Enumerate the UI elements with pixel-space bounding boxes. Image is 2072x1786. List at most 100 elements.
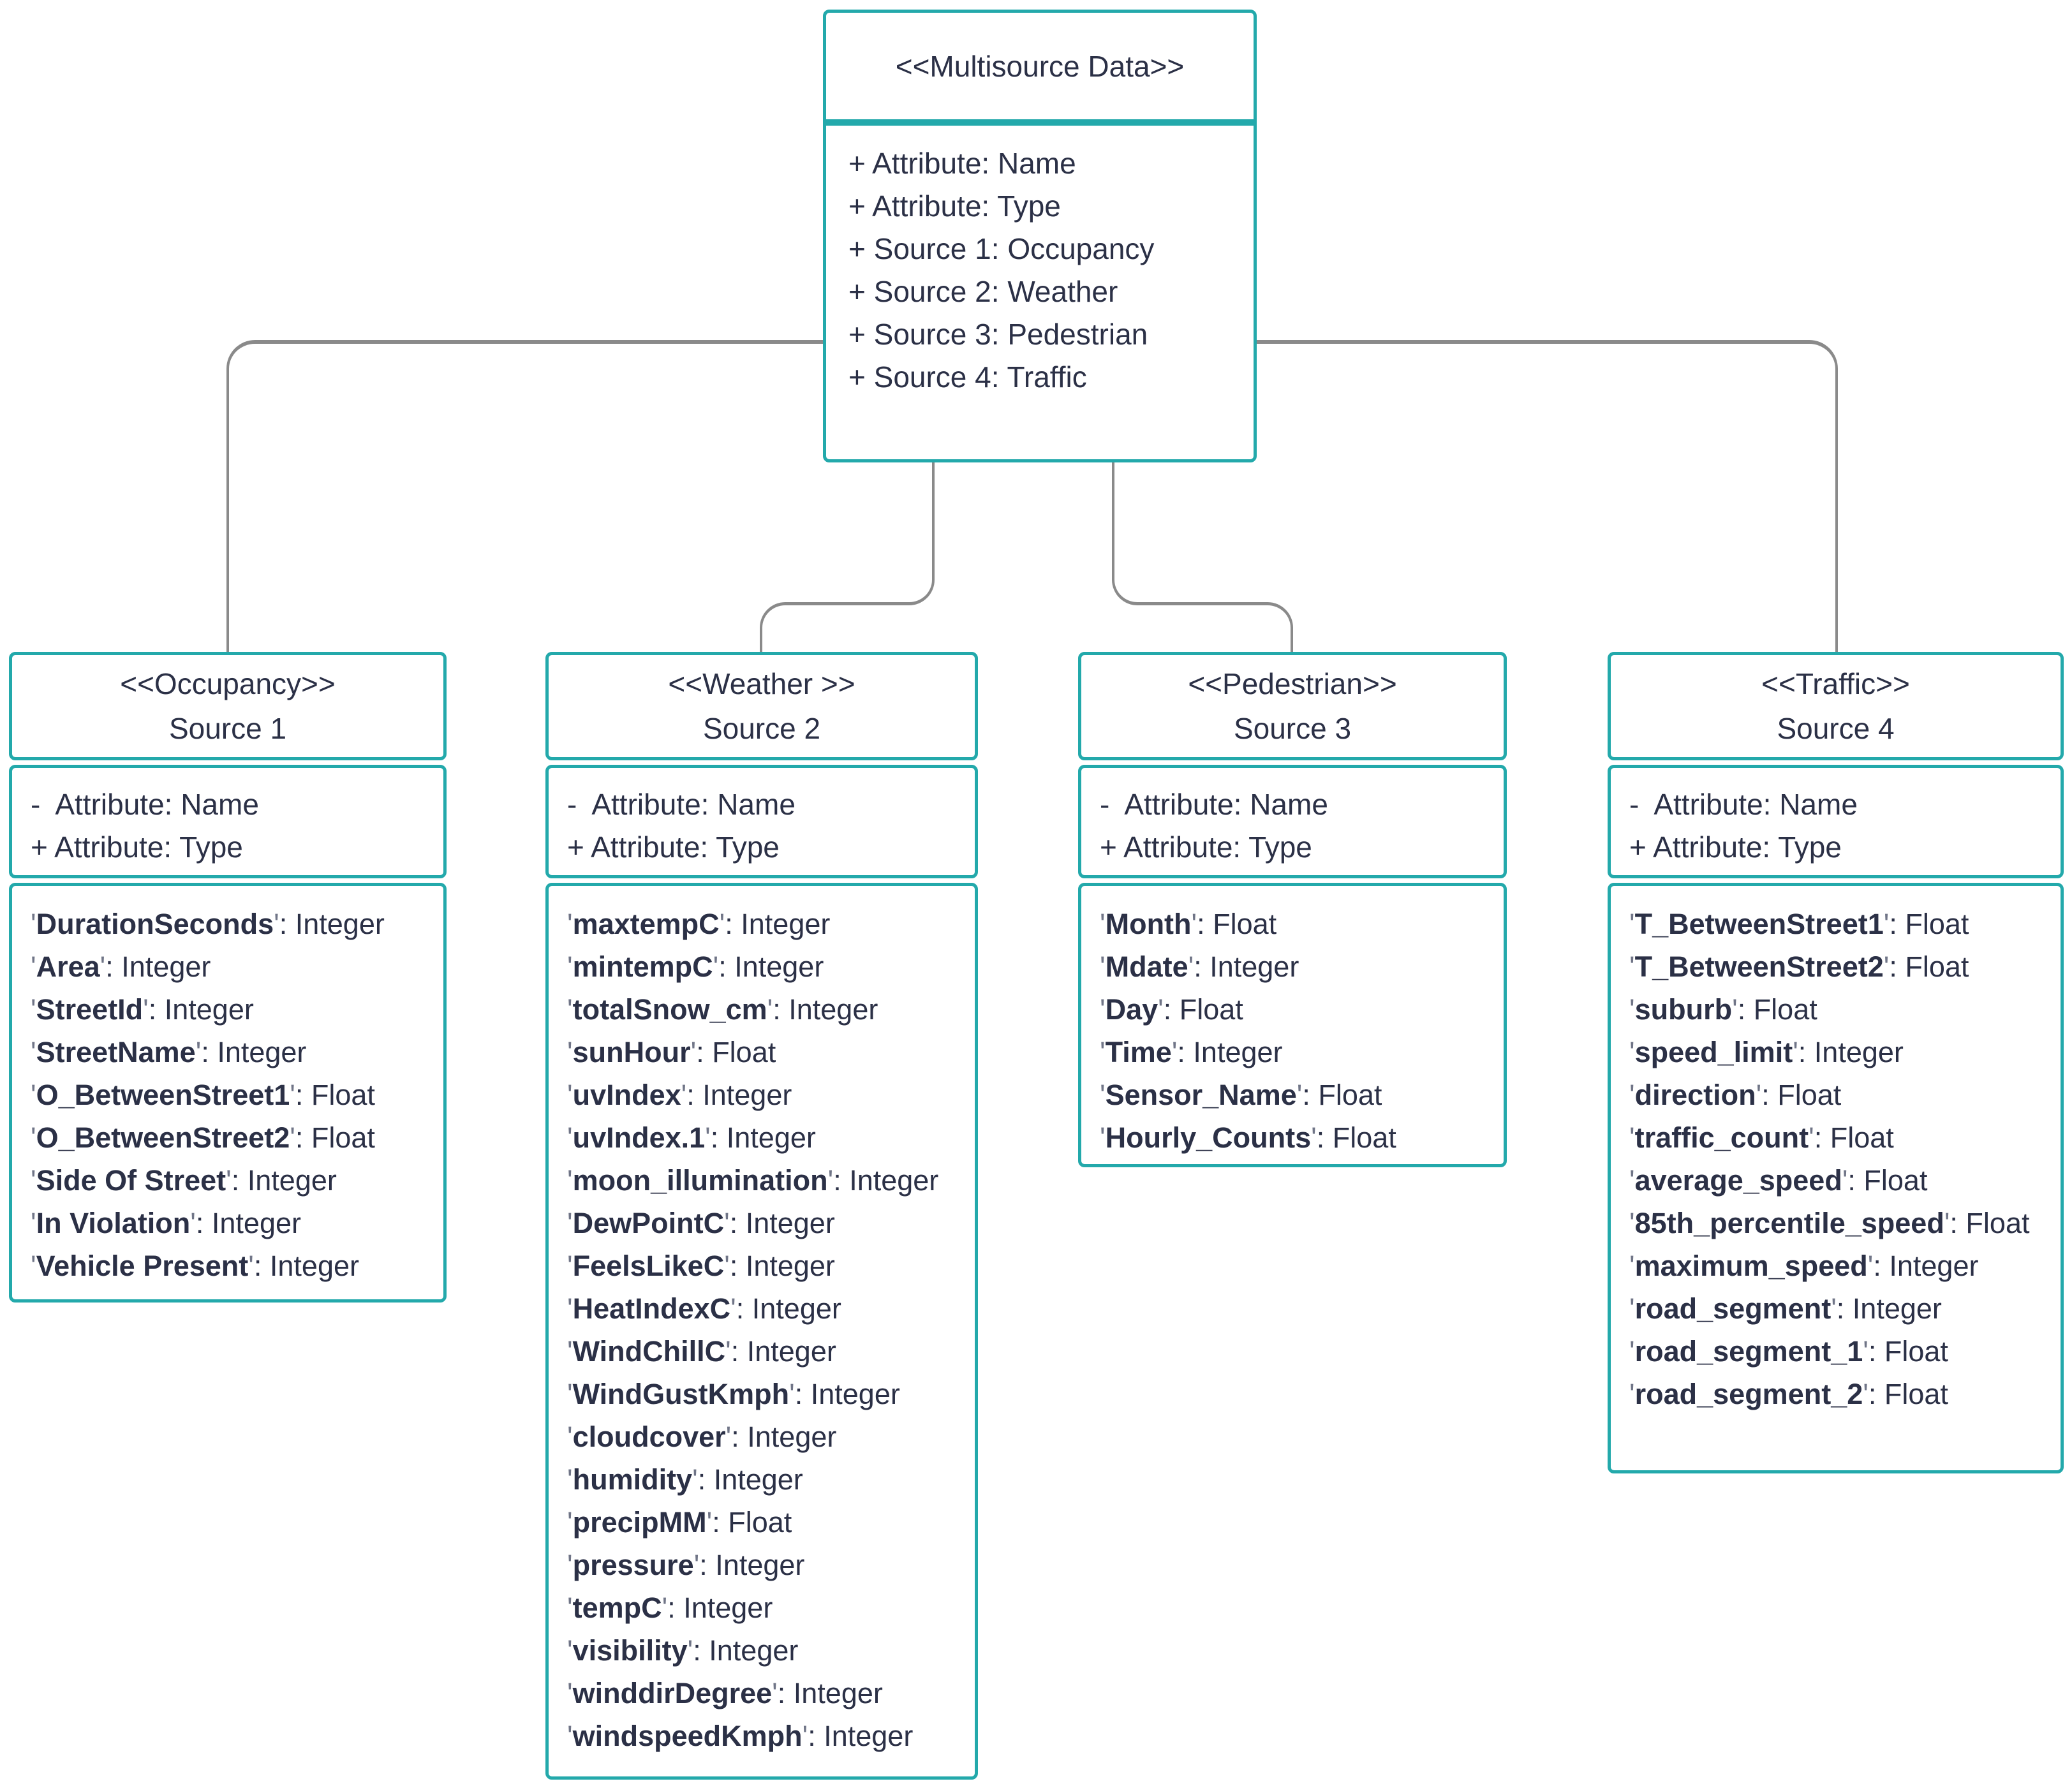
quote-mark: ' bbox=[567, 908, 573, 940]
field-row: 'road_segment_2': Float bbox=[1629, 1373, 2055, 1415]
field-name: O_BetweenStreet1 bbox=[36, 1079, 290, 1111]
weather-attributes-compartment: - Attribute: Name+ Attribute: Type bbox=[545, 765, 978, 878]
field-row: 'windspeedKmph': Integer bbox=[567, 1715, 970, 1757]
field-type: : Integer bbox=[1194, 950, 1299, 983]
quote-mark: ' bbox=[567, 1121, 573, 1154]
quote-mark: ' bbox=[692, 1463, 698, 1496]
quote-mark: ' bbox=[1863, 1378, 1869, 1410]
attribute-line: - Attribute: Name bbox=[1629, 788, 1858, 821]
quote-mark: ' bbox=[662, 1591, 668, 1624]
field-name: Sensor_Name bbox=[1105, 1079, 1297, 1111]
quote-mark: ' bbox=[1171, 1036, 1178, 1068]
field-name: maximum_speed bbox=[1634, 1250, 1868, 1282]
multisource-data-class-box: <<Multisource Data>> + Attribute: Name+ … bbox=[823, 10, 1257, 462]
field-type: : Float bbox=[1197, 908, 1277, 940]
parent-attribute-line: + Attribute: Name bbox=[848, 147, 1076, 180]
parent-title-compartment: <<Multisource Data>> bbox=[823, 10, 1257, 122]
field-row: 'StreetName': Integer bbox=[31, 1031, 438, 1074]
field-type: : Integer bbox=[725, 908, 831, 940]
connector-parent-to-pedestrian-segment bbox=[1112, 462, 1259, 605]
field-name: O_BetweenStreet2 bbox=[36, 1121, 290, 1154]
traffic-source-title: Source 4 bbox=[1777, 712, 1895, 745]
field-type: : Float bbox=[1950, 1207, 2030, 1239]
field-row: 'WindChillC': Integer bbox=[567, 1330, 970, 1373]
field-row: 'winddirDegree': Integer bbox=[567, 1672, 970, 1715]
field-row: 'O_BetweenStreet2': Float bbox=[31, 1116, 438, 1159]
quote-mark: ' bbox=[567, 1720, 573, 1752]
field-type: : Integer bbox=[710, 1121, 816, 1154]
quote-mark: ' bbox=[1629, 950, 1635, 983]
field-name: direction bbox=[1634, 1079, 1756, 1111]
field-name: Hourly_Counts bbox=[1105, 1121, 1312, 1154]
field-row: 'Mdate': Integer bbox=[1100, 945, 1499, 988]
field-name: pressure bbox=[572, 1549, 694, 1581]
field-name: windspeedKmph bbox=[572, 1720, 803, 1752]
field-row: 'Vehicle Present': Integer bbox=[31, 1244, 438, 1287]
quote-mark: ' bbox=[1629, 993, 1635, 1026]
field-name: StreetName bbox=[36, 1036, 196, 1068]
parent-attribute-line: + Source 2: Weather bbox=[848, 275, 1118, 308]
field-type: : Float bbox=[696, 1036, 776, 1068]
quote-mark: ' bbox=[681, 1079, 687, 1111]
field-type: : Integer bbox=[731, 1421, 837, 1453]
connector-parent-to-weather-elbow bbox=[760, 602, 836, 652]
field-name: average_speed bbox=[1634, 1164, 1842, 1197]
quote-mark: ' bbox=[1732, 993, 1738, 1026]
parent-attributes-compartment: + Attribute: Name+ Attribute: Type+ Sour… bbox=[823, 122, 1257, 462]
quote-mark: ' bbox=[567, 1677, 573, 1709]
field-row: 'DewPointC': Integer bbox=[567, 1202, 970, 1244]
traffic-class-box: <<Traffic>> Source 4 - Attribute: Name+ … bbox=[1608, 652, 2064, 1473]
pedestrian-fields-compartment: 'Month': Float'Mdate': Integer'Day': Flo… bbox=[1078, 883, 1507, 1167]
quote-mark: ' bbox=[567, 1079, 573, 1111]
field-row: 'tempC': Integer bbox=[567, 1586, 970, 1629]
field-name: Day bbox=[1105, 993, 1158, 1026]
quote-mark: ' bbox=[31, 908, 36, 940]
quote-mark: ' bbox=[1191, 908, 1197, 940]
field-name: Area bbox=[36, 950, 100, 983]
quote-mark: ' bbox=[724, 1207, 730, 1239]
field-type: : Float bbox=[1868, 1335, 1948, 1368]
quote-mark: ' bbox=[567, 1591, 573, 1624]
quote-mark: ' bbox=[567, 993, 573, 1026]
quote-mark: ' bbox=[827, 1164, 834, 1197]
field-type: : Integer bbox=[773, 993, 878, 1026]
field-name: maxtempC bbox=[572, 908, 720, 940]
field-type: : Float bbox=[295, 1121, 375, 1154]
field-row: 'moon_illumination': Integer bbox=[567, 1159, 970, 1202]
quote-mark: ' bbox=[789, 1378, 795, 1410]
attribute-line: + Attribute: Type bbox=[1629, 830, 1842, 864]
quote-mark: ' bbox=[31, 1207, 36, 1239]
occupancy-stereotype: <<Occupancy>> bbox=[120, 667, 336, 700]
field-type: : Integer bbox=[833, 1164, 939, 1197]
quote-mark: ' bbox=[725, 1421, 732, 1453]
field-type: : Float bbox=[1889, 950, 1969, 983]
field-row: 'mintempC': Integer bbox=[567, 945, 970, 988]
field-type: : Integer bbox=[699, 1549, 805, 1581]
field-name: Side Of Street bbox=[36, 1164, 226, 1197]
quote-mark: ' bbox=[567, 1292, 573, 1325]
pedestrian-stereotype: <<Pedestrian>> bbox=[1188, 667, 1397, 700]
quote-mark: ' bbox=[143, 993, 149, 1026]
field-name: mintempC bbox=[572, 950, 713, 983]
weather-class-box: <<Weather >> Source 2 - Attribute: Name+… bbox=[545, 652, 978, 1780]
quote-mark: ' bbox=[1831, 1292, 1837, 1325]
quote-mark: ' bbox=[1311, 1121, 1317, 1154]
field-name: DurationSeconds bbox=[36, 908, 274, 940]
field-type: : Integer bbox=[718, 950, 824, 983]
field-name: visibility bbox=[572, 1634, 688, 1667]
occupancy-title-compartment: <<Occupancy>> Source 1 bbox=[9, 652, 447, 760]
quote-mark: ' bbox=[1793, 1036, 1798, 1068]
field-name: FeelsLikeC bbox=[572, 1250, 725, 1282]
quote-mark: ' bbox=[1188, 950, 1194, 983]
quote-mark: ' bbox=[567, 1378, 573, 1410]
field-row: 'traffic_count': Float bbox=[1629, 1116, 2055, 1159]
quote-mark: ' bbox=[767, 993, 773, 1026]
quote-mark: ' bbox=[567, 1036, 573, 1068]
field-row: 'maximum_speed': Integer bbox=[1629, 1244, 2055, 1287]
field-type: : Integer bbox=[736, 1292, 841, 1325]
field-type: : Integer bbox=[148, 993, 254, 1026]
field-row: 'average_speed': Float bbox=[1629, 1159, 2055, 1202]
quote-mark: ' bbox=[1629, 1335, 1635, 1368]
field-name: DewPointC bbox=[572, 1207, 725, 1239]
